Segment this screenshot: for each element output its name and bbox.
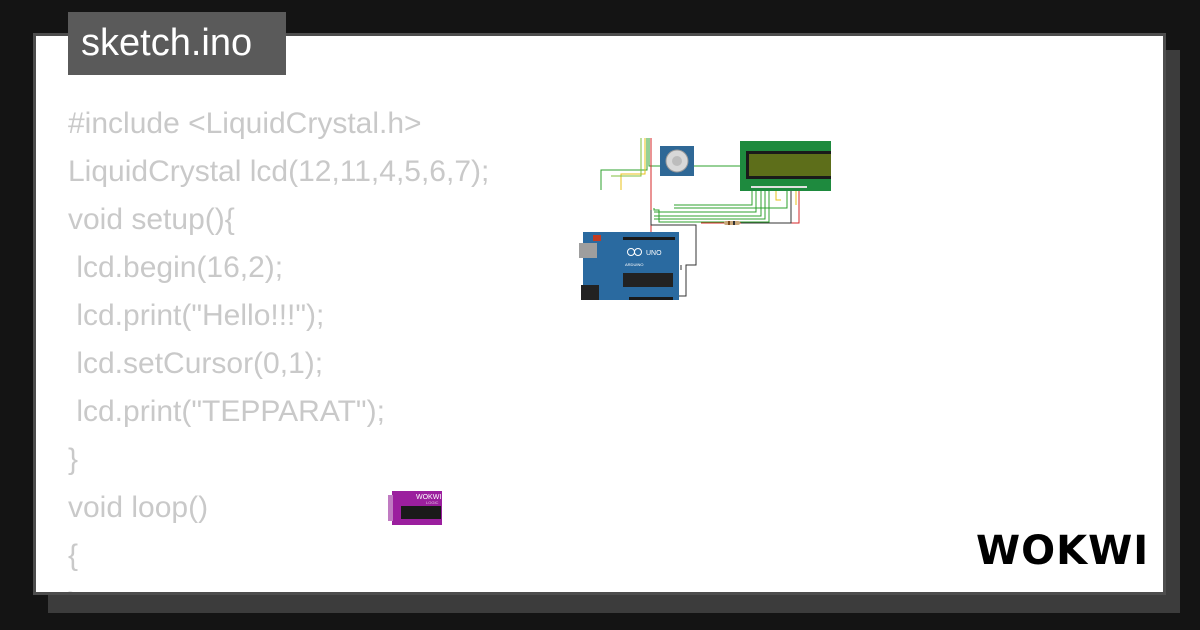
logic-analyzer: WOKWI LOGIC	[388, 491, 442, 525]
code-line: }	[68, 443, 79, 476]
file-tab[interactable]: sketch.ino	[68, 12, 286, 75]
code-line: lcd.begin(16,2);	[68, 251, 284, 284]
circuit-diagram: UNO ARDUINO	[579, 138, 831, 300]
arduino-brand: UNO	[646, 250, 662, 257]
code-line: lcd.print("TEPPARAT");	[68, 395, 385, 428]
arduino-sub: ARDUINO	[625, 262, 643, 267]
code-line: lcd.print("Hello!!!");	[68, 299, 325, 332]
wokwi-logo-text: WOKWI	[976, 528, 1149, 573]
code-line: void setup(){	[68, 203, 235, 236]
code-line: {	[68, 539, 79, 572]
code-line: lcd.setCursor(0,1);	[68, 347, 324, 380]
code-line: void loop()	[68, 491, 209, 524]
code-line: LiquidCrystal lcd(12,11,4,5,6,7);	[68, 155, 490, 188]
resistor	[724, 221, 740, 225]
code-block: #include <LiquidCrystal.h> LiquidCrystal …	[68, 100, 490, 592]
code-line: }	[68, 580, 489, 592]
lcd-display	[740, 141, 831, 191]
preview-card: #include <LiquidCrystal.h> LiquidCrystal …	[33, 33, 1166, 595]
analyzer-brand: WOKWI	[416, 494, 441, 501]
potentiometer	[660, 146, 694, 176]
code-line: #include <LiquidCrystal.h>	[68, 107, 422, 140]
wokwi-logo: WOKWI	[976, 528, 1149, 573]
arduino-uno: UNO ARDUINO	[579, 232, 679, 300]
analyzer-sub: LOGIC	[426, 500, 439, 505]
